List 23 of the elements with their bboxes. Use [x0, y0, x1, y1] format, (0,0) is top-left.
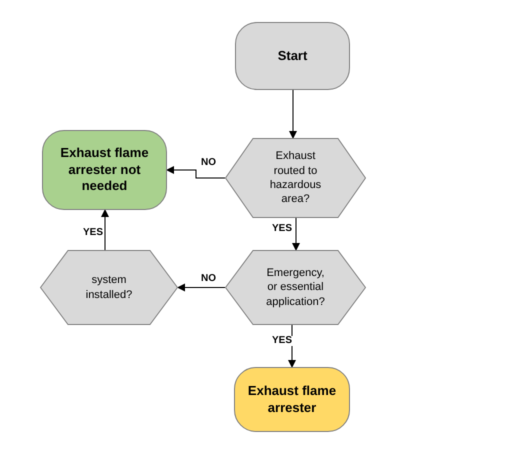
arrow: [288, 324, 296, 368]
node-label: Start: [276, 48, 308, 64]
arrow: [289, 90, 297, 139]
start-terminal: [235, 22, 350, 90]
edge-label: NO: [200, 158, 217, 168]
edge-label: YES: [271, 224, 294, 234]
arrow: [166, 166, 226, 178]
result-terminal: [42, 130, 167, 210]
node-label: Exhaust flame arrester not needed: [59, 144, 150, 196]
edge-label: YES: [271, 336, 294, 346]
node-label: Emergency, or essential application?: [265, 266, 326, 309]
arrow: [292, 218, 300, 251]
decision-hexagon: [225, 250, 366, 325]
node-label: Exhaust routed to hazardous area?: [268, 149, 322, 207]
node-label: Exhaust flame arrester: [246, 382, 338, 416]
decision-hexagon: [40, 250, 178, 325]
arrow: [101, 209, 109, 250]
edge-label: YES: [82, 228, 104, 238]
node-label: system installed?: [84, 273, 134, 302]
result-terminal: [234, 367, 350, 432]
decision-hexagon: [225, 138, 366, 218]
edge-label: NO: [200, 274, 217, 284]
arrow: [177, 284, 226, 292]
